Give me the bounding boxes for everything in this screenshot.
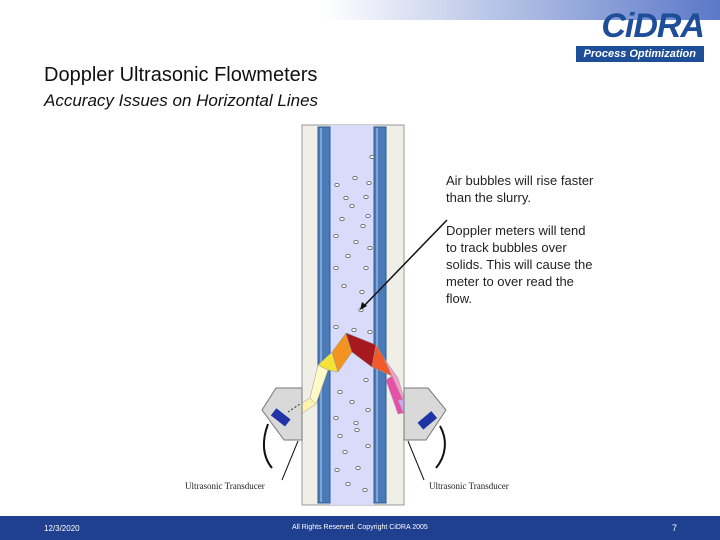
slide-subtitle: Accuracy Issues on Horizontal Lines	[44, 91, 319, 110]
pipe-wall-left	[317, 126, 331, 504]
logo-text: CiDRA	[601, 7, 705, 45]
pipe-flow-region	[330, 125, 374, 505]
bubble-pointer-arrow	[361, 219, 448, 309]
over-read-note: Doppler meters will tend to track bubble…	[446, 223, 593, 306]
right-label-pointer	[407, 440, 425, 481]
logo-tagline: Process Optimization	[575, 46, 704, 62]
slide-title: Doppler Ultrasonic Flowmeters	[44, 64, 318, 86]
footer-date: 12/3/2020	[44, 524, 80, 533]
pipe-wall-right	[373, 126, 387, 504]
footer-bar	[0, 516, 720, 540]
page-number: 7	[672, 523, 678, 533]
bubbles	[333, 154, 375, 492]
right-transducer	[403, 387, 447, 469]
bubble-rise-note: Air bubbles will rise faster than the sl…	[446, 173, 594, 205]
left-label-pointer	[281, 440, 299, 481]
cidra-logo: CiDRA Process Optimization	[575, 7, 705, 62]
left-transducer	[261, 387, 303, 469]
left-transducer-label: Ultrasonic Transducer	[185, 481, 265, 491]
right-transducer-label: Ultrasonic Transducer	[429, 481, 509, 491]
footer-copyright: All Rights Reserved. Copyright CiDRA 200…	[292, 524, 428, 531]
header-banner	[0, 0, 720, 20]
